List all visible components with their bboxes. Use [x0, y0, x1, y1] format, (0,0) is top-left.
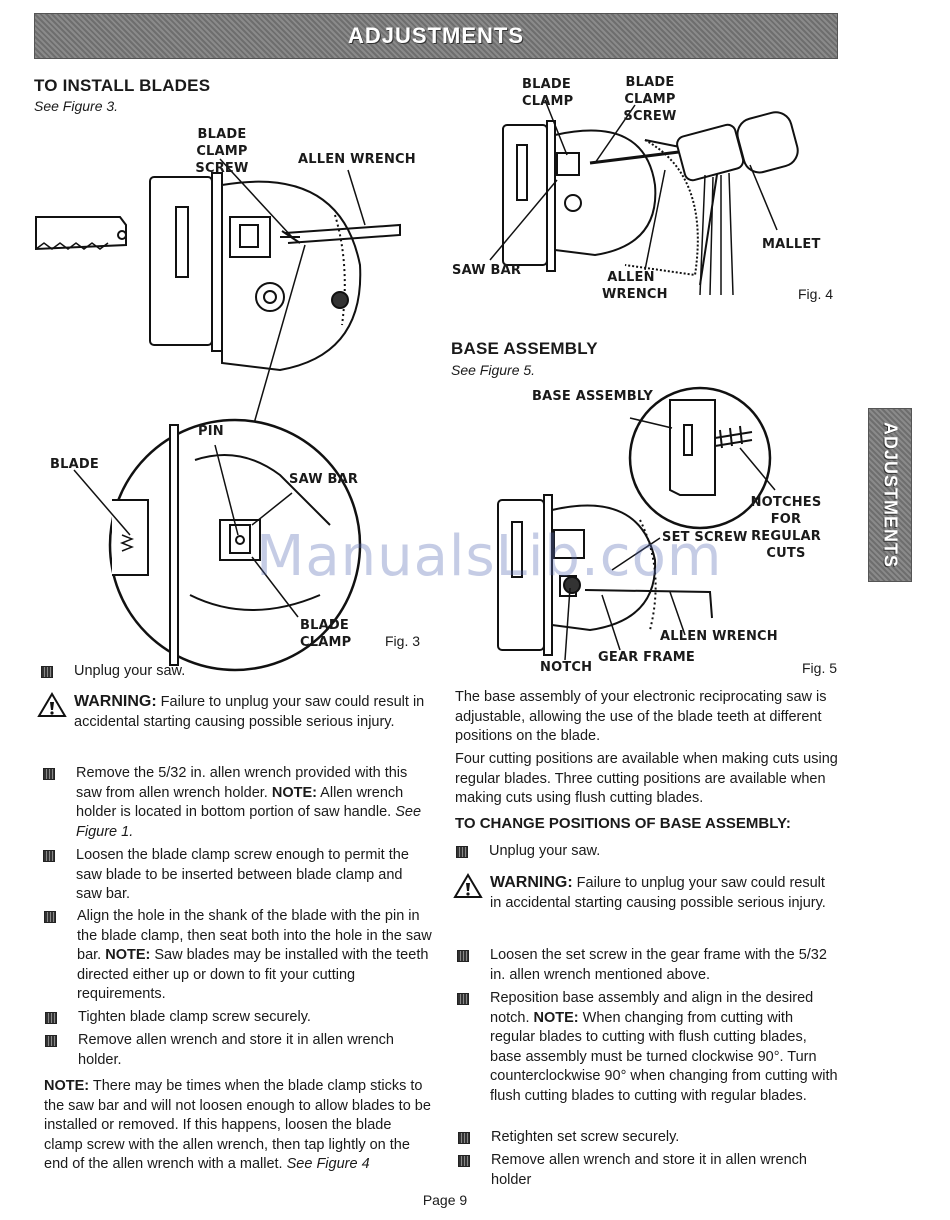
bullet-square-icon: [458, 1155, 470, 1167]
fig3-label-blade: BLADE: [50, 457, 99, 472]
fig4-number: Fig. 4: [798, 286, 834, 302]
banner-title: ADJUSTMENTS: [347, 23, 524, 48]
base-step-4: Retighten set screw securely.: [458, 1128, 840, 1148]
watermark: ManualsLib.com: [256, 524, 723, 589]
bullet-square-icon: [457, 950, 469, 962]
install-step-1: Unplug your saw.: [41, 662, 441, 682]
fig5-label-gear-frame: GEAR FRAME: [598, 650, 695, 665]
fig3-label-blade-clamp-1: BLADE: [300, 618, 349, 633]
fig4-label-clamp-screw-1: BLADE: [625, 75, 675, 90]
install-step-5: Tighten blade clamp screw securely.: [45, 1008, 433, 1028]
section-banner: ADJUSTMENTS: [34, 13, 838, 59]
fig4-label-allen-1: ALLEN: [607, 270, 655, 285]
base-step-1: Unplug your saw.: [456, 842, 836, 862]
fig5-label-base-assembly: BASE ASSEMBLY: [532, 389, 653, 404]
install-see-figure: See Figure 3.: [34, 98, 119, 114]
fig5-number: Fig. 5: [802, 660, 838, 676]
bullet-square-icon: [456, 846, 468, 858]
base-paragraph-1: The base assembly of your electronic rec…: [455, 689, 827, 744]
page-number: Page 9: [422, 1192, 468, 1208]
fig3-label-blade-clamp-screw-1: BLADE: [197, 127, 247, 142]
install-heading: TO INSTALL BLADES: [34, 76, 211, 95]
bullet-square-icon: [41, 666, 53, 678]
fig4-label-mallet: MALLET: [762, 237, 821, 252]
install-warning: WARNING: Failure to unplug your saw coul…: [37, 692, 438, 732]
figure-3-illustration: [35, 158, 401, 672]
side-tab-label: ADJUSTMENTS: [880, 421, 901, 569]
fig4-label-blade-clamp-2: CLAMP: [522, 94, 574, 109]
bullet-square-icon: [44, 911, 56, 923]
fig3-label-pin: PIN: [198, 424, 224, 439]
warning-triangle-icon: [37, 692, 67, 717]
install-note: NOTE: There may be times when the blade …: [44, 1078, 431, 1172]
base-warning: WARNING: Failure to unplug your saw coul…: [453, 873, 839, 913]
fig5-label-notches-1: NOTCHES FOR: [750, 495, 822, 527]
fig3-label-allen-wrench: ALLEN WRENCH: [298, 152, 416, 167]
fig5-label-allen-wrench: ALLEN WRENCH: [660, 629, 778, 644]
base-paragraph-2: Four cutting positions are available whe…: [455, 751, 838, 806]
fig5-label-notch: NOTCH: [540, 660, 593, 675]
fig3-number: Fig. 3: [385, 633, 421, 649]
install-warning-head: WARNING:: [74, 693, 157, 710]
fig4-label-saw-bar: SAW BAR: [452, 263, 522, 278]
fig4-label-blade-clamp-1: BLADE: [522, 77, 571, 92]
bullet-square-icon: [45, 1035, 57, 1047]
fig3-label-blade-clamp-2: CLAMP: [300, 635, 352, 650]
fig4-label-allen-2: WRENCH: [602, 287, 668, 302]
fig5-label-notches-2: REGULAR CUTS: [751, 529, 821, 561]
base-step-2: Loosen the set screw in the gear frame w…: [457, 946, 839, 985]
base-change-heading: TO CHANGE POSITIONS OF BASE ASSEMBLY:: [455, 815, 791, 832]
bullet-square-icon: [43, 768, 55, 780]
install-step-3: Loosen the blade clamp screw enough to p…: [43, 846, 431, 905]
install-step-2: Remove the 5/32 in. allen wrench provide…: [43, 764, 431, 842]
base-warning-head: WARNING:: [490, 874, 573, 891]
install-step-6: Remove allen wrench and store it in alle…: [45, 1031, 433, 1070]
figure-4-illustration: [489, 99, 799, 296]
warning-triangle-icon: [453, 873, 483, 898]
bullet-square-icon: [458, 1132, 470, 1144]
base-see-figure: See Figure 5.: [451, 362, 536, 378]
fig5-label-set-screw: SET SCREW: [662, 530, 748, 545]
base-heading: BASE ASSEMBLY: [451, 339, 598, 358]
base-step-3: Reposition base assembly and align in th…: [457, 989, 841, 1106]
fig3-label-saw-bar: SAW BAR: [289, 472, 359, 487]
install-warning-text: Failure to unplug your saw could result …: [74, 694, 425, 730]
fig3-label-blade-clamp-screw-2: CLAMP SCREW: [195, 144, 249, 176]
fig4-label-clamp-screw-2: CLAMP SCREW: [623, 92, 677, 124]
base-warning-text: Failure to unplug your saw could result …: [490, 875, 826, 911]
figure-5-illustration: [497, 386, 776, 661]
side-tab[interactable]: ADJUSTMENTS: [868, 408, 912, 582]
bullet-square-icon: [43, 850, 55, 862]
base-step-5: Remove allen wrench and store it in alle…: [458, 1151, 840, 1190]
install-step-4: Align the hole in the shank of the blade…: [44, 907, 432, 1005]
bullet-square-icon: [457, 993, 469, 1005]
bullet-square-icon: [45, 1012, 57, 1024]
